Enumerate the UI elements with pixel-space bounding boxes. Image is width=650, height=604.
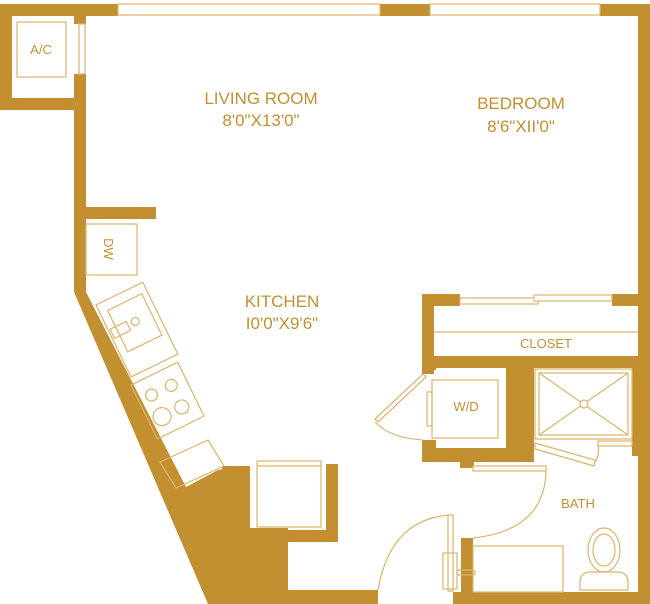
closet-label: CLOSET: [520, 336, 572, 351]
window-ac: [78, 23, 86, 75]
wall-closet-left: [422, 294, 434, 374]
wall-wd-left-top: [422, 356, 436, 370]
washer-dryer-panel: [426, 391, 433, 427]
closet: CLOSET: [434, 294, 638, 351]
wall-top-mid: [380, 4, 430, 16]
burner-1: [144, 388, 159, 402]
room-labels: LIVING ROOM 8'0"X13'0" BEDROOM 8'6"XII'0…: [204, 89, 565, 333]
entry-door-handle: [456, 569, 476, 576]
wd-door-swing: [374, 421, 424, 441]
wall-ac-left: [0, 4, 12, 110]
wall-wedge: [222, 466, 288, 545]
bedroom-dimensions: 8'6"XII'0": [487, 117, 555, 136]
wall-top-right: [600, 4, 650, 16]
sink-counter: [95, 281, 179, 378]
bedroom-name: BEDROOM: [477, 94, 565, 113]
range: [130, 361, 205, 440]
wall-fridge-right: [326, 464, 338, 542]
shower-drain: [579, 399, 589, 409]
living-room-name: LIVING ROOM: [204, 89, 317, 108]
bath-door-swing: [472, 468, 547, 539]
closet-slider-right: [533, 294, 613, 302]
wall-shower-right: [632, 356, 650, 456]
bath-door-leaf: [472, 465, 547, 472]
windows: [78, 3, 601, 75]
wall-ac-bottom: [0, 98, 86, 110]
ac-box: [16, 21, 67, 78]
burner-3: [152, 407, 172, 427]
wall-bath-left: [461, 538, 473, 604]
wall-closet-top-right: [612, 294, 650, 306]
wall-left-upper: [74, 74, 86, 292]
burner-2: [164, 378, 178, 392]
dishwasher: [85, 223, 138, 276]
entry-door-swing: [377, 514, 450, 591]
drain: [130, 316, 140, 327]
shower-outer: [534, 368, 633, 440]
ac-label: A/C: [30, 42, 52, 57]
walls: [0, 4, 650, 604]
wall-wd-right: [506, 356, 534, 462]
burner-4: [174, 399, 190, 415]
bath-label: BATH: [561, 496, 595, 511]
toilet: [579, 527, 629, 591]
closet-slider-left: [459, 297, 539, 305]
sink-basin: [106, 293, 163, 353]
wall-bottom-left: [288, 590, 378, 604]
shower-glass-panel: [597, 440, 633, 447]
wall-diagonal: [74, 292, 378, 604]
shower: [534, 368, 633, 467]
wall-fridge-bottom: [288, 530, 338, 542]
wd-door-leaf: [374, 373, 427, 423]
counter-outline: [95, 281, 179, 378]
toilet-bowl-inner: [592, 533, 616, 567]
vanity: [472, 545, 564, 593]
shower-inner: [538, 372, 629, 436]
wall-kitchen-stub: [74, 207, 156, 219]
wall-closet-bottom: [422, 356, 650, 368]
kitchen-dimensions: I0'0"X9'6": [246, 314, 318, 333]
faucet: [109, 320, 132, 340]
washer-dryer-label: W/D: [453, 399, 478, 414]
shower-door: [534, 442, 596, 467]
counter-end: [159, 439, 225, 489]
window-top-right: [429, 3, 601, 16]
kitchen-name: KITCHEN: [245, 292, 320, 311]
dishwasher-label: DW: [101, 238, 116, 260]
wall-wd-step: [460, 448, 474, 468]
bath: BATH: [472, 465, 629, 593]
washer-dryer-closet: W/D: [374, 373, 499, 441]
ac-unit: A/C: [16, 21, 67, 78]
living-room-dimensions: 8'0"X13'0": [222, 111, 299, 130]
refrigerator: [256, 460, 322, 528]
entry-door: [377, 514, 476, 592]
toilet-tank: [579, 571, 629, 591]
wall-ac-top: [0, 4, 118, 16]
window-top-left: [117, 3, 381, 16]
range-outline: [130, 361, 205, 440]
wall-bottom-bath: [453, 592, 650, 604]
kitchen-fixtures: DW: [85, 223, 322, 528]
wall-ac-right-stub: [74, 4, 86, 24]
